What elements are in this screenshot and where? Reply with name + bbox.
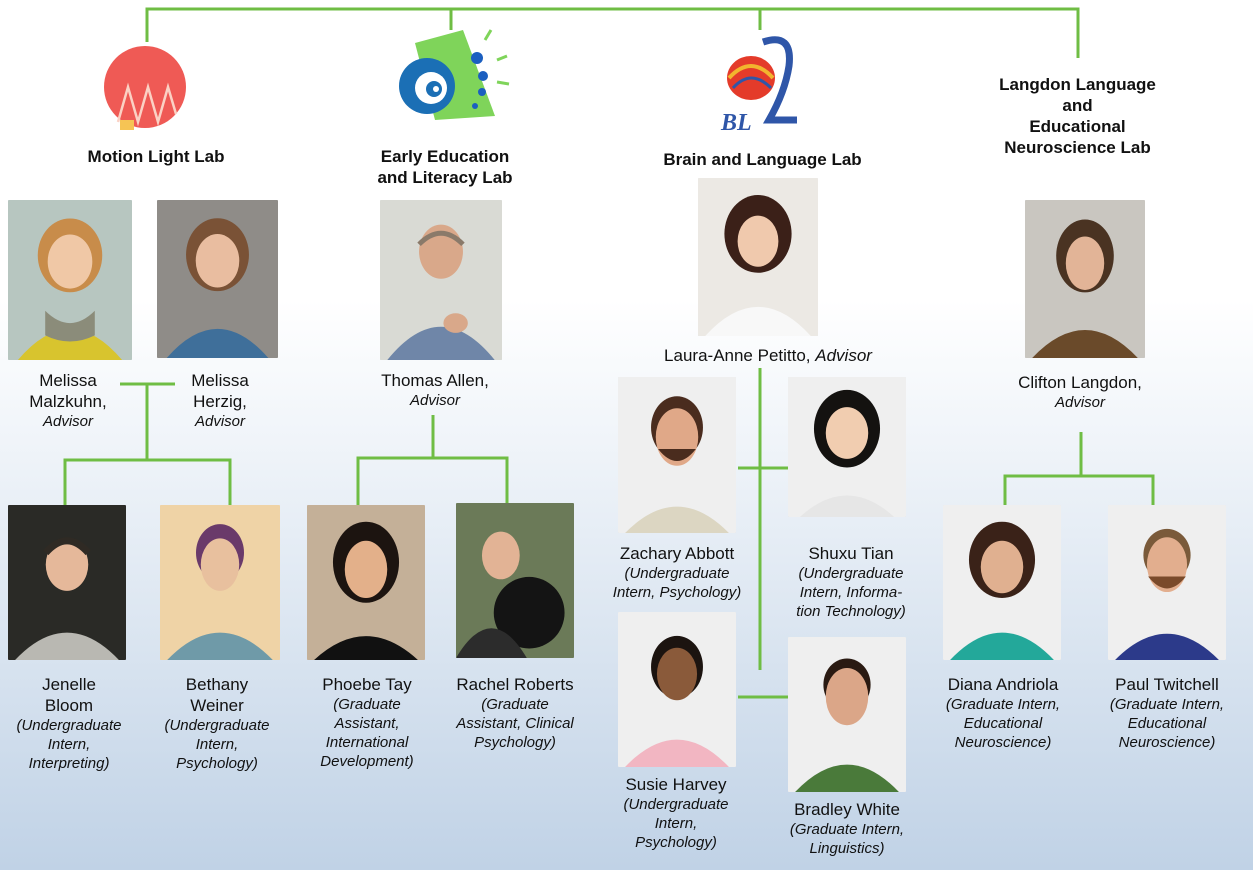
- person-role: Psychology): [176, 755, 258, 772]
- photo-jenelle-bloom: [8, 505, 126, 660]
- photo-paul-twitchell: [1108, 505, 1226, 660]
- person-name: Bradley White: [794, 800, 900, 819]
- connector-langdon-interns: [1003, 432, 1083, 505]
- person-role: Advisor: [1054, 394, 1106, 411]
- person-name: Weiner: [190, 696, 244, 715]
- photo-zachary-abbott: [618, 377, 736, 533]
- person-name: Shuxu Tian: [808, 544, 894, 563]
- person-role: Intern, Informa-: [799, 584, 903, 601]
- intern-paul-twitchell: Paul Twitchell (Graduate Intern, Educati…: [1092, 674, 1242, 752]
- photo-clifton-langdon: [1025, 200, 1145, 358]
- advisor-melissa-malzkuhn: Melissa Malzkuhn, Advisor: [14, 370, 122, 431]
- person-name: Diana Andriola: [947, 675, 1059, 694]
- person-role: tion Technology): [796, 603, 906, 620]
- photo-phoebe-tay: [307, 505, 425, 660]
- photo-susie-harvey: [618, 612, 736, 767]
- person-role: Psychology): [635, 834, 717, 851]
- person-role: Psychology): [474, 734, 556, 751]
- photo-bethany-weiner: [160, 505, 280, 660]
- photo-melissa-malzkuhn: [8, 200, 132, 360]
- person-name: Thomas Allen,: [381, 371, 489, 390]
- person-role: Intern,: [654, 815, 698, 832]
- person-name: Phoebe Tay: [322, 675, 412, 694]
- person-role: International: [325, 734, 409, 751]
- person-role: Advisor: [815, 346, 872, 365]
- person-role: (Undergraduate: [164, 717, 270, 734]
- person-role: (Undergraduate: [624, 565, 730, 582]
- langdon-lab-title: Langdon Language and Educational Neurosc…: [999, 75, 1156, 157]
- advisor-melissa-herzig: Melissa Herzig, Advisor: [170, 370, 270, 431]
- early-education-lab-title: Early Education and Literacy Lab: [377, 147, 513, 187]
- connector-early-interns-right: [433, 456, 509, 505]
- person-role: Development): [320, 753, 414, 770]
- person-role: Assistant, Clinical: [456, 715, 574, 732]
- person-role: (Undergraduate: [623, 796, 729, 813]
- person-name: Bethany: [185, 675, 249, 694]
- intern-phoebe-tay: Phoebe Tay (Graduate Assistant, Internat…: [300, 674, 434, 771]
- person-role: (Undergraduate: [798, 565, 904, 582]
- intern-diana-andriola: Diana Andriola (Graduate Intern, Educati…: [928, 674, 1078, 752]
- person-role: Neuroscience): [954, 734, 1052, 751]
- person-role: Advisor: [42, 413, 94, 430]
- person-role: Advisor: [194, 413, 246, 430]
- bl2-logo-icon: BL: [715, 30, 805, 136]
- intern-shuxu-tian: Shuxu Tian (Undergraduate Intern, Inform…: [776, 543, 926, 621]
- intern-zachary-abbott: Zachary Abbott (Undergraduate Intern, Ps…: [596, 543, 758, 602]
- person-name: Bloom: [44, 696, 94, 715]
- top-connector-bar: [145, 7, 1080, 58]
- photo-diana-andriola: [943, 505, 1061, 660]
- person-role: (Graduate Intern,: [789, 821, 905, 838]
- intern-susie-harvey: Susie Harvey (Undergraduate Intern, Psyc…: [606, 774, 746, 852]
- photo-melissa-herzig: [157, 200, 278, 358]
- intern-bradley-white: Bradley White (Graduate Intern, Linguist…: [772, 799, 922, 858]
- brain-language-lab-title: Brain and Language Lab: [663, 150, 862, 169]
- connector-langdon-interns-right: [1081, 474, 1155, 505]
- connector-motion-interns-right: [147, 458, 232, 505]
- person-name: Malzkuhn,: [29, 392, 107, 411]
- person-name: Herzig,: [193, 392, 247, 411]
- photo-thomas-allen: [380, 200, 502, 360]
- svg-text:BL: BL: [720, 110, 752, 135]
- person-name: Melissa: [39, 371, 97, 390]
- person-name: Clifton Langdon,: [1018, 373, 1142, 392]
- photo-shuxu-tian: [788, 377, 906, 517]
- person-role: Educational: [1127, 715, 1207, 732]
- advisor-clifton-langdon: Clifton Langdon, Advisor: [1005, 372, 1155, 412]
- connector-early-interns: [356, 415, 435, 505]
- person-name: Melissa: [191, 371, 249, 390]
- person-role: Assistant,: [334, 715, 400, 732]
- intern-jenelle-bloom: Jenelle Bloom (Undergraduate Intern, Int…: [0, 674, 138, 773]
- motion-light-lab-logo-icon: [100, 42, 190, 134]
- person-role: Educational: [963, 715, 1043, 732]
- person-name: Zachary Abbott: [619, 544, 735, 563]
- person-name: Paul Twitchell: [1115, 675, 1219, 694]
- connector-motion-interns: [63, 384, 149, 505]
- person-name: Jenelle: [42, 675, 96, 694]
- advisor-thomas-allen: Thomas Allen, Advisor: [365, 370, 505, 410]
- person-role: (Graduate: [333, 696, 401, 713]
- person-role: Linguistics): [809, 840, 885, 857]
- person-role: Intern,: [195, 736, 239, 753]
- person-name: Susie Harvey: [625, 775, 727, 794]
- advisor-laura-anne-petitto: Laura-Anne Petitto, Advisor: [628, 345, 908, 366]
- intern-bethany-weiner: Bethany Weiner (Undergraduate Intern, Ps…: [148, 674, 286, 773]
- person-role: Neuroscience): [1118, 734, 1216, 751]
- person-role: (Graduate Intern,: [1109, 696, 1225, 713]
- person-role: Intern, Psychology): [612, 584, 742, 601]
- intern-rachel-roberts: Rachel Roberts (Graduate Assistant, Clin…: [440, 674, 590, 752]
- photo-bradley-white: [788, 637, 906, 792]
- person-role: Advisor: [409, 392, 461, 409]
- person-role: (Graduate Intern,: [945, 696, 1061, 713]
- person-role: (Undergraduate: [16, 717, 122, 734]
- motion-light-lab-title: Motion Light Lab: [87, 147, 225, 166]
- person-role: (Graduate: [481, 696, 549, 713]
- person-role: Interpreting): [28, 755, 110, 772]
- person-name: Laura-Anne Petitto,: [664, 346, 811, 365]
- person-role: Intern,: [47, 736, 91, 753]
- photo-rachel-roberts: [456, 503, 574, 658]
- photo-laura-anne-petitto: [698, 178, 818, 336]
- person-name: Rachel Roberts: [456, 675, 574, 694]
- early-education-lab-logo-icon: [385, 18, 515, 128]
